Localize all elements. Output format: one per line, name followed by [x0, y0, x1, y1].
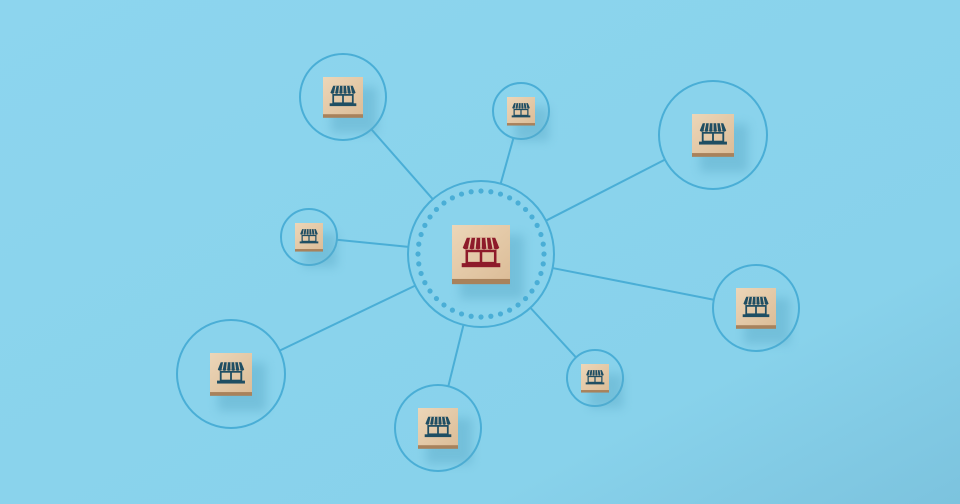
- block-edge: [581, 389, 609, 393]
- satellite-store-node: [394, 384, 482, 472]
- connection-line: [545, 158, 666, 222]
- satellite-store-node: [280, 208, 338, 267]
- node-circle: [176, 319, 286, 429]
- satellite-store-node: [658, 80, 768, 190]
- connection-line: [552, 267, 714, 301]
- hub-dot: [522, 206, 529, 213]
- hub-dot: [433, 206, 440, 213]
- node-circle: [394, 384, 482, 472]
- hub-dot: [418, 231, 424, 238]
- hub-dot: [488, 313, 494, 319]
- storefront-icon: [216, 361, 246, 385]
- block-edge: [736, 324, 776, 329]
- hub-dot: [427, 288, 433, 294]
- hub-dot: [478, 314, 484, 320]
- hub-dot: [422, 222, 428, 228]
- hub-dot: [458, 191, 465, 197]
- hub-dot: [497, 191, 504, 197]
- storefront-icon: [742, 295, 770, 318]
- satellite-store-node: [176, 319, 286, 429]
- satellite-store-node: [492, 82, 550, 141]
- block-edge: [295, 248, 323, 252]
- hub-dot: [497, 311, 504, 317]
- block-edge: [692, 152, 734, 157]
- hub-dot: [449, 195, 455, 201]
- hub-dot: [441, 302, 447, 308]
- hub-dot: [529, 214, 535, 220]
- storefront-icon: [511, 102, 531, 118]
- connection-line: [370, 128, 434, 200]
- node-circle: [712, 264, 800, 352]
- store-nodes: [176, 53, 800, 472]
- hub-dot: [415, 251, 421, 257]
- storefront-icon: [329, 84, 357, 107]
- hub-dot: [515, 200, 521, 206]
- hub-dot: [422, 280, 428, 286]
- hub-dot: [541, 251, 547, 257]
- storefront-icon: [460, 236, 502, 269]
- hub-dot: [522, 295, 529, 302]
- hub-dot: [529, 288, 535, 294]
- hub-dot: [416, 261, 422, 267]
- hub-dot: [507, 307, 513, 313]
- node-circle: [299, 53, 387, 141]
- block-edge: [418, 444, 458, 449]
- hub-dot: [534, 222, 540, 228]
- hub-dot: [540, 241, 546, 247]
- hub-dot: [433, 295, 440, 302]
- connection-line: [336, 238, 409, 248]
- storefront-icon: [424, 415, 452, 438]
- storefront-icon: [585, 369, 605, 385]
- hub-dot: [468, 313, 474, 319]
- hub-dot: [534, 280, 540, 286]
- hub-dot: [515, 302, 521, 308]
- block-edge: [507, 122, 535, 126]
- hub-store-node: [407, 180, 555, 328]
- satellite-store-node: [712, 264, 800, 352]
- storefront-icon: [698, 122, 728, 146]
- connection-lines: [279, 128, 714, 387]
- block-edge: [210, 391, 252, 396]
- hub-dot: [540, 261, 546, 267]
- hub-dot: [538, 270, 544, 277]
- hub-dot: [449, 307, 455, 313]
- hub-dot: [441, 200, 447, 206]
- hub-dot: [418, 270, 424, 277]
- storefront-icon: [299, 228, 319, 244]
- block-edge: [323, 113, 363, 118]
- node-circle: [407, 180, 555, 328]
- block-edge: [452, 278, 510, 285]
- satellite-store-node: [299, 53, 387, 141]
- satellite-store-node: [566, 349, 624, 408]
- hub-dot: [468, 189, 474, 195]
- hub-dot: [478, 188, 484, 194]
- hub-dot: [416, 241, 422, 247]
- hub-dot: [538, 231, 544, 238]
- connection-line: [279, 284, 416, 352]
- node-circle: [658, 80, 768, 190]
- connection-line: [447, 324, 465, 387]
- connection-line: [499, 137, 515, 184]
- hub-dot: [488, 189, 494, 195]
- hub-dot: [458, 311, 465, 317]
- hub-dot: [427, 214, 433, 220]
- connection-line: [529, 307, 577, 359]
- hub-dot: [507, 195, 513, 201]
